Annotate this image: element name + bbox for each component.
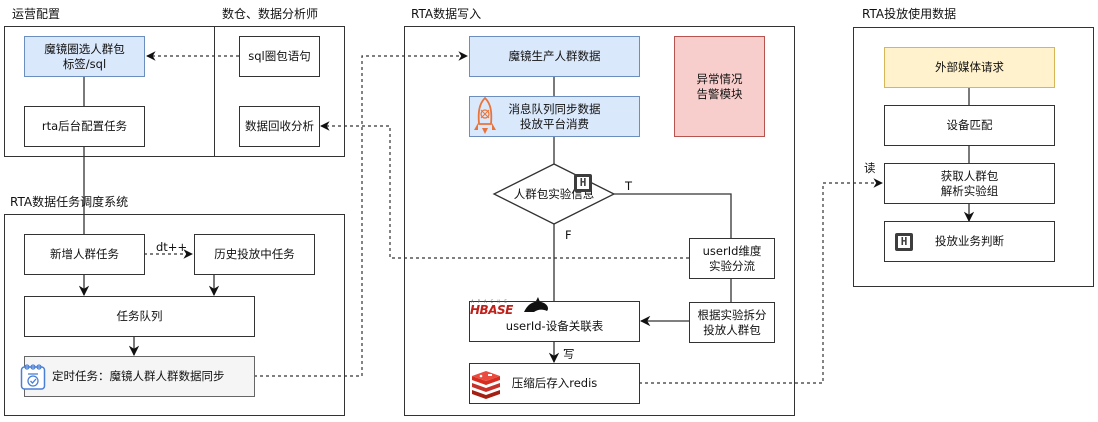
- node-task-queue[interactable]: 任务队列: [24, 296, 255, 337]
- h-logo-icon: [895, 233, 913, 251]
- orca-icon: [524, 297, 548, 312]
- group-title-rta-use: RTA投放使用数据: [862, 7, 957, 21]
- node-redis-store[interactable]: 压缩后存入redis: [469, 363, 640, 404]
- edge-label-read: 读: [864, 161, 876, 175]
- node-userid-device-table[interactable]: userId-设备关联表: [469, 301, 640, 342]
- node-label: 获取人群包 解析实验组: [940, 168, 999, 198]
- node-device-match[interactable]: 设备匹配: [884, 105, 1055, 146]
- node-label: sql圈包语句: [248, 49, 311, 63]
- node-label: userId维度 实验分流: [702, 243, 762, 273]
- node-mq-sync[interactable]: 消息队列同步数据 投放平台消费: [469, 96, 640, 137]
- node-history-task[interactable]: 历史投放中任务: [194, 234, 315, 275]
- node-label: 压缩后存入redis: [511, 376, 598, 390]
- edge-label-write: 写: [563, 347, 575, 361]
- node-label: 异常情况 告警模块: [696, 71, 743, 101]
- edge-redis-to-getcrowd: [639, 178, 883, 384]
- node-label: 定时任务：魔镜人群人群数据同步: [52, 369, 225, 383]
- node-mojing-select[interactable]: 魔镜圈选人群包 标签/sql: [24, 36, 145, 77]
- node-label: userId-设备关联表: [505, 319, 604, 333]
- node-label: 魔镜生产人群数据: [508, 49, 601, 63]
- hbase-logo-sub: APACHE: [471, 299, 511, 304]
- node-label: 历史投放中任务: [214, 247, 295, 261]
- group-title-ops-config: 运营配置: [12, 7, 61, 21]
- edge-decision-true: [614, 193, 732, 238]
- edge-label-false: F: [565, 228, 572, 242]
- node-label: 魔镜圈选人群包 标签/sql: [44, 41, 125, 71]
- redis-icon: [472, 371, 500, 399]
- node-label: rta后台配置任务: [41, 119, 128, 133]
- node-timed-task[interactable]: 定时任务：魔镜人群人群数据同步: [24, 356, 255, 397]
- group-title-scheduler: RTA数据任务调度系统: [10, 195, 129, 209]
- hbase-logo-text: HBASE: [470, 303, 513, 317]
- node-userid-split[interactable]: userId维度 实验分流: [689, 238, 775, 279]
- node-mojing-produce[interactable]: 魔镜生产人群数据: [469, 36, 640, 77]
- calendar-clock-icon: [20, 364, 46, 390]
- edge-label-true: T: [625, 179, 633, 193]
- node-get-crowd[interactable]: 获取人群包 解析实验组: [884, 163, 1055, 204]
- node-new-crowd-task[interactable]: 新增人群任务: [24, 234, 145, 275]
- h-logo-icon: [574, 174, 592, 192]
- node-label: 消息队列同步数据 投放平台消费: [508, 101, 601, 131]
- node-label: 数据回收分析: [245, 119, 314, 133]
- group-title-rta-write: RTA数据写入: [411, 7, 482, 21]
- node-label: 外部媒体请求: [935, 60, 1004, 74]
- node-split-crowd[interactable]: 根据实验拆分 投放人群包: [689, 302, 775, 343]
- node-rta-backend-task[interactable]: rta后台配置任务: [24, 106, 145, 147]
- edge-timed-to-produce: [254, 51, 468, 377]
- node-data-recycle[interactable]: 数据回收分析: [239, 106, 320, 147]
- node-alert-module[interactable]: 异常情况 告警模块: [674, 36, 765, 137]
- node-label: 投放业务判断: [935, 234, 1004, 248]
- node-label: 任务队列: [116, 309, 163, 323]
- node-sql-statement[interactable]: sql圈包语句: [239, 36, 320, 77]
- node-media-request[interactable]: 外部媒体请求: [884, 47, 1055, 88]
- rocket-icon: [474, 96, 496, 134]
- node-label: 设备匹配: [946, 118, 993, 132]
- node-label: 根据实验拆分 投放人群包: [697, 307, 767, 337]
- node-label: 新增人群任务: [50, 247, 119, 261]
- edge-label-dt-increment: dt++: [156, 240, 188, 254]
- hbase-logo-icon: APACHE HBASE: [470, 297, 550, 319]
- group-title-data-analyst: 数仓、数据分析师: [222, 7, 319, 21]
